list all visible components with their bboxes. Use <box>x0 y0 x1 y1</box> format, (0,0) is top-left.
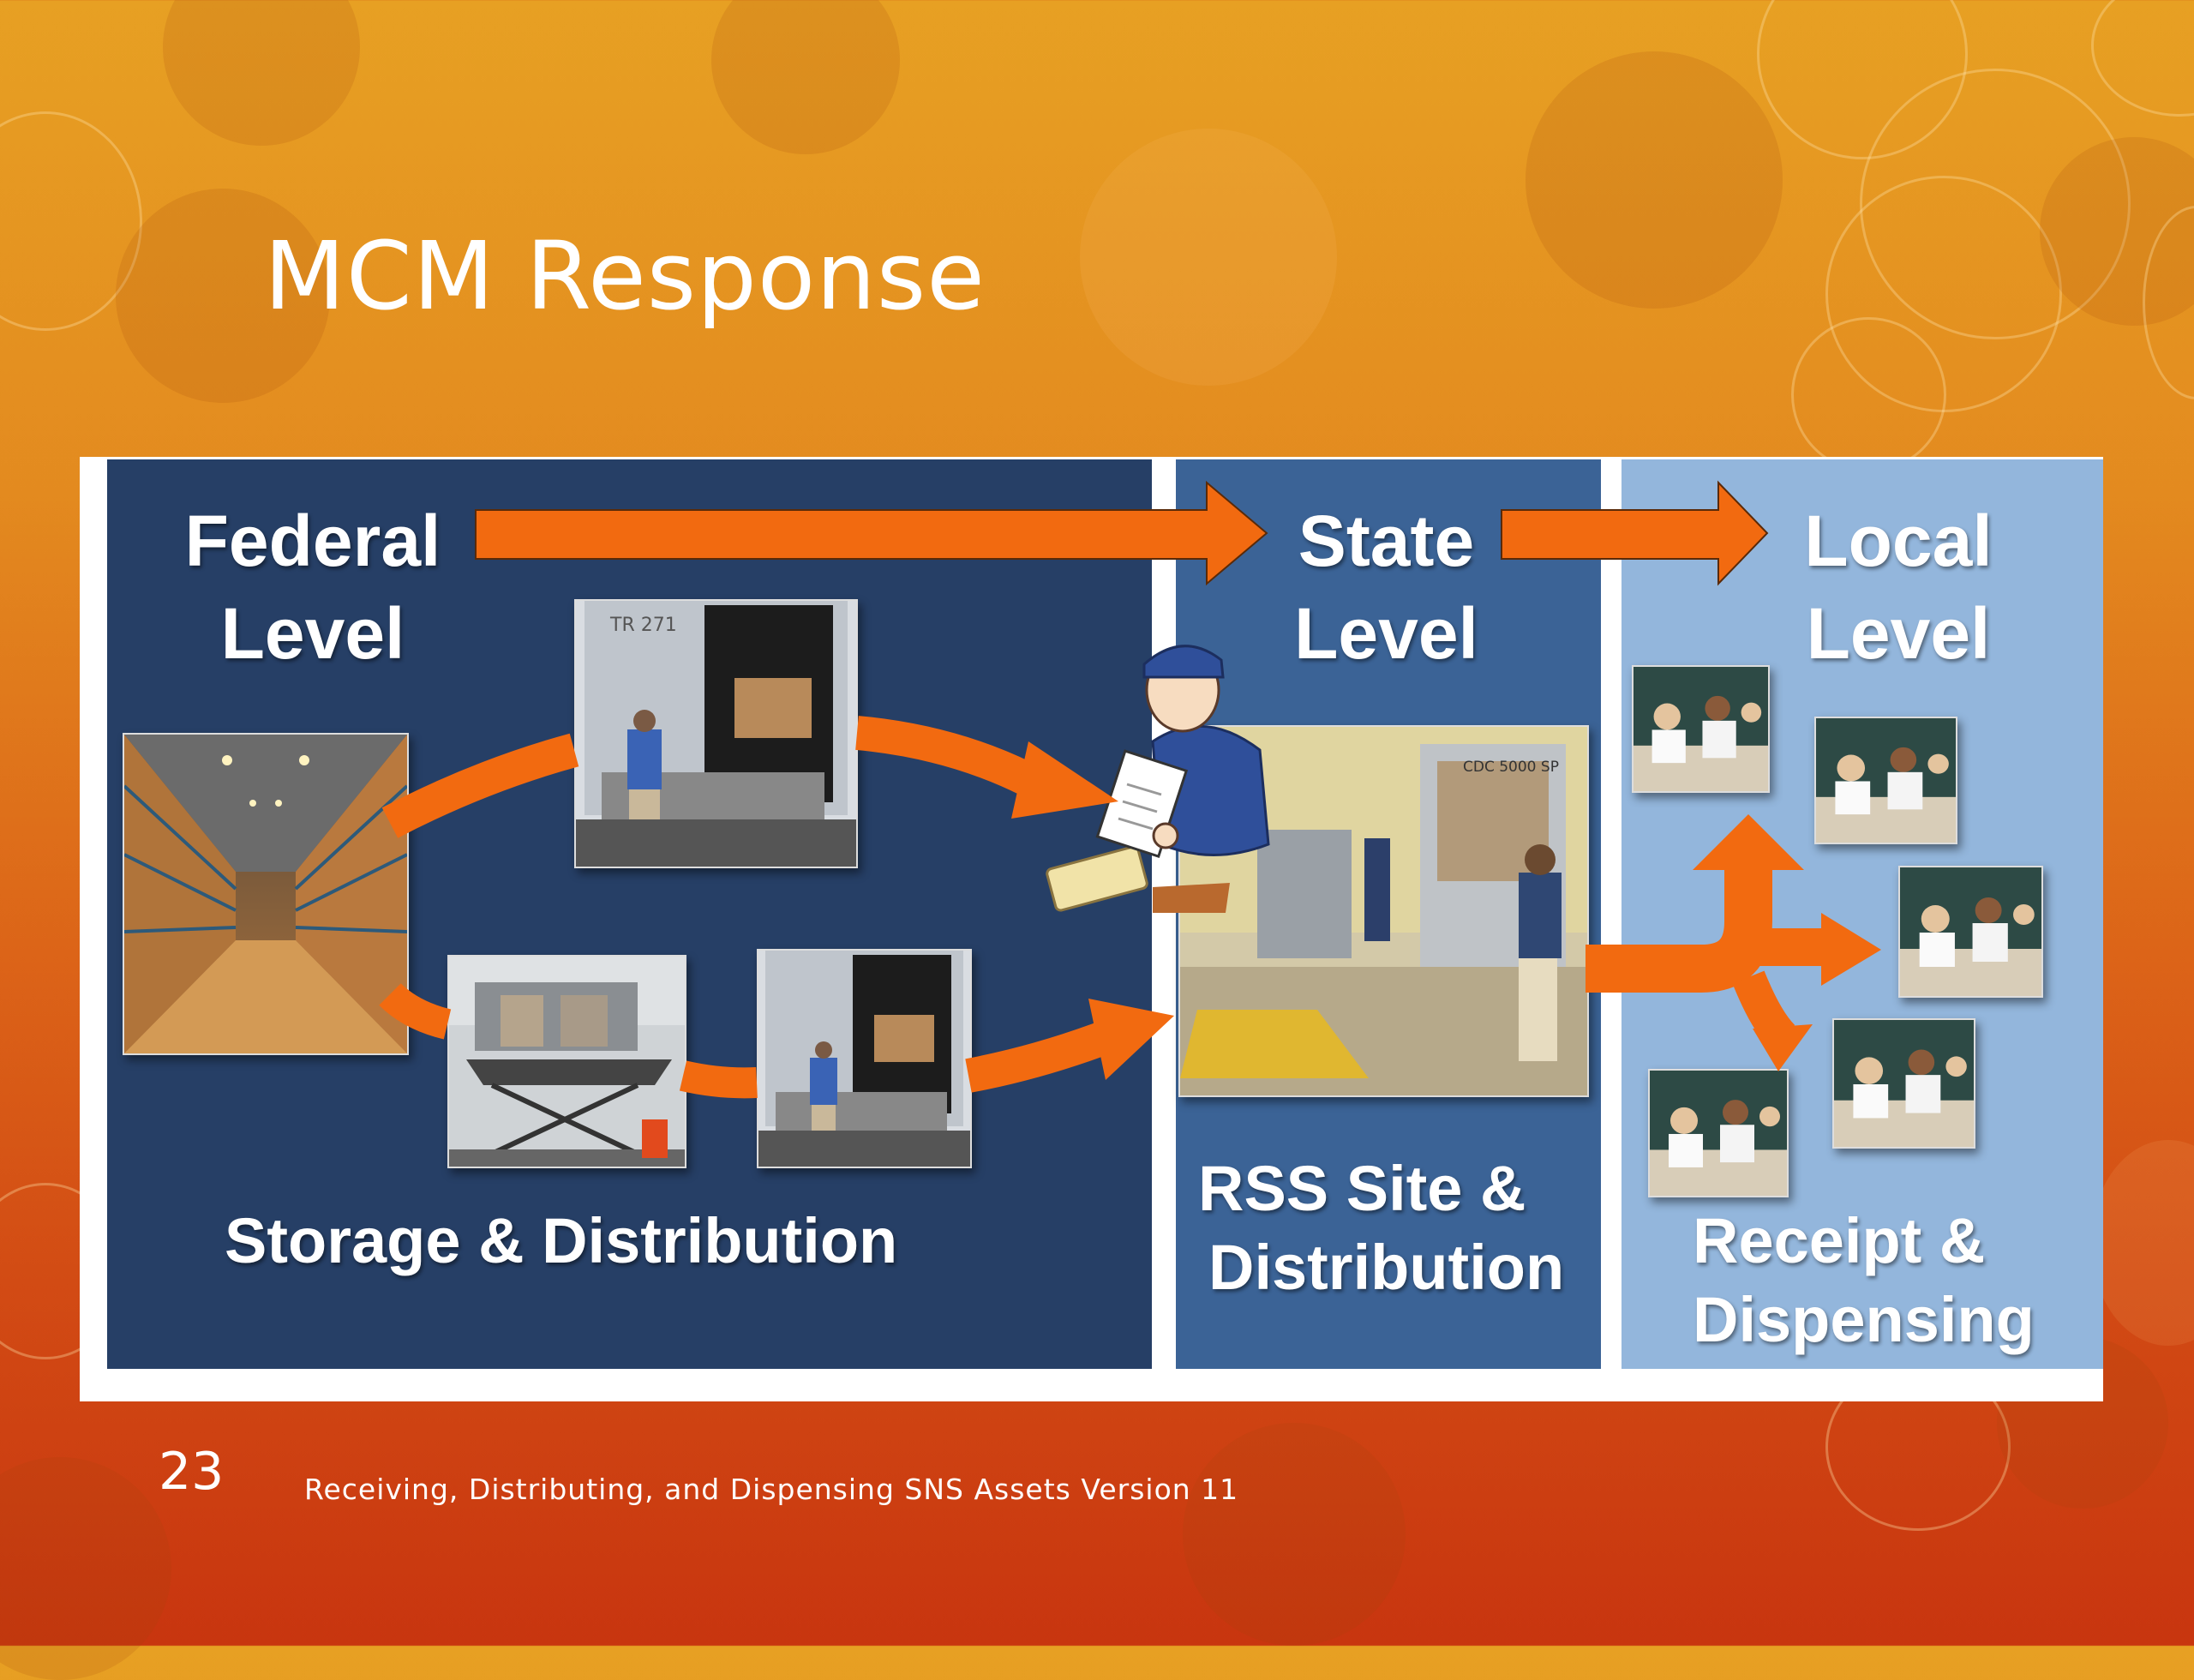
dispensing-photo <box>1632 665 1770 793</box>
cargo-loader-photo <box>447 955 686 1168</box>
local-heading-line: Local <box>1804 501 1993 581</box>
background-bokeh <box>711 0 900 154</box>
local-caption-line: Receipt & <box>1693 1205 1986 1276</box>
truck-label: TR 271 <box>609 615 677 636</box>
background-bokeh <box>1791 317 1946 472</box>
background-bokeh <box>2091 1140 2194 1346</box>
background-bokeh <box>1526 51 1783 309</box>
cart-label: CDC 5000 SP <box>1463 759 1559 776</box>
state-caption-line: Distribution <box>1208 1232 1565 1303</box>
truck-loading-photo: TR 271 <box>574 599 858 868</box>
background-bokeh <box>1080 129 1337 386</box>
federal-heading-line: Level <box>220 593 405 674</box>
local-heading-line: Level <box>1806 593 1991 674</box>
local-level-heading: Local Level <box>1748 495 2048 680</box>
state-heading-line: State <box>1298 501 1475 581</box>
federal-heading-line: Federal <box>184 501 441 581</box>
dispensing-photo <box>1832 1018 1975 1149</box>
rss-site-photo: CDC 5000 SP <box>1178 725 1589 1097</box>
footer-text: Receiving, Distributing, and Dispensing … <box>304 1473 1239 1506</box>
state-caption-line: RSS Site & <box>1198 1153 1526 1224</box>
background-bokeh <box>1183 1423 1406 1646</box>
slide-title: MCM Response <box>264 221 986 331</box>
federal-level-heading: Federal Level <box>163 495 463 680</box>
worker-clipboard-illustration <box>1046 645 1270 913</box>
background-bokeh <box>0 1457 171 1680</box>
local-caption: Receipt & Dispensing <box>1693 1202 2104 1359</box>
background-bokeh <box>2091 0 2194 117</box>
dispensing-photo <box>1814 717 1957 844</box>
state-caption: RSS Site & Distribution <box>1198 1149 1592 1307</box>
background-bokeh <box>116 189 330 403</box>
warehouse-photo <box>123 733 409 1055</box>
dispensing-photo <box>1648 1069 1789 1197</box>
state-heading-line: Level <box>1294 593 1478 674</box>
state-level-heading: State Level <box>1234 495 1538 680</box>
page-number: 23 <box>159 1442 225 1502</box>
background-bokeh <box>163 0 360 146</box>
local-caption-line: Dispensing <box>1693 1284 2035 1355</box>
federal-caption: Storage & Distribution <box>225 1205 898 1276</box>
dispensing-photo <box>1898 866 2043 998</box>
truck-loading-photo-2 <box>757 949 972 1168</box>
